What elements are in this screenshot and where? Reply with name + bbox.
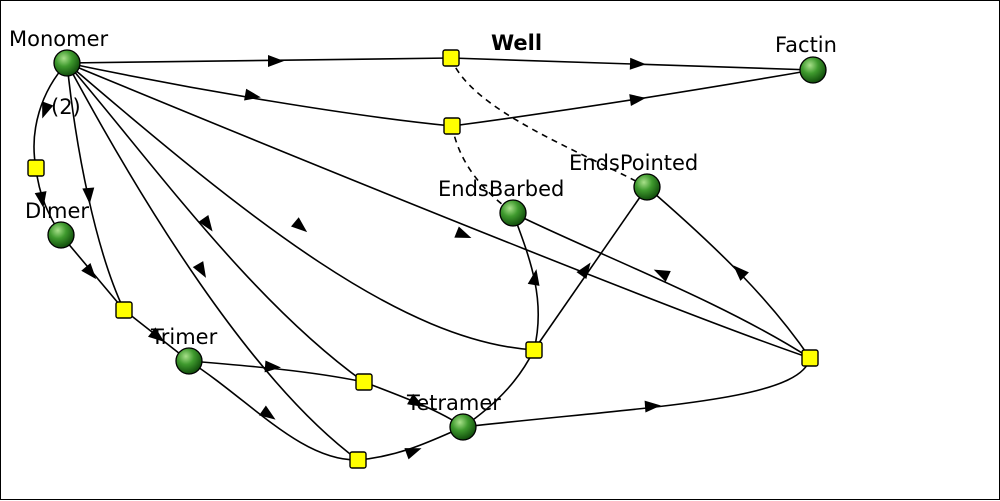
- labels: Well Monomer Dimer Trimer Tetramer Facti…: [9, 27, 837, 415]
- edge-mid-reaction-to-factin: [451, 69, 814, 127]
- arrowhead: [244, 88, 261, 101]
- monomer-label: Monomer: [9, 27, 109, 51]
- edge-top-reaction-to-endspointed-dashed: [450, 57, 648, 188]
- arrowhead: [653, 269, 671, 282]
- edge-tetramer-to-center-reaction: [462, 349, 535, 428]
- edge-center-reaction-to-endspointed: [533, 186, 648, 351]
- reaction-node-trimerization[interactable]: [115, 301, 133, 319]
- arrowhead: [291, 217, 308, 233]
- arrowhead: [733, 265, 749, 281]
- tetramer-label: Tetramer: [406, 391, 501, 415]
- arrowhead: [42, 101, 54, 119]
- reaction-node-tetra-a[interactable]: [355, 373, 373, 391]
- arrowhead: [576, 262, 591, 279]
- edge-right-reaction-to-endsbarbed: [512, 212, 811, 359]
- edge-tetramer-to-right-reaction: [462, 357, 811, 428]
- reaction-node-center[interactable]: [525, 341, 543, 359]
- dimer-label: Dimer: [25, 199, 89, 223]
- endsbarbed-node[interactable]: [499, 199, 527, 227]
- factin-label: Factin: [775, 33, 837, 57]
- reaction-node-dimerization[interactable]: [27, 159, 45, 177]
- arrowhead: [82, 187, 95, 204]
- endspointed-node[interactable]: [633, 173, 661, 201]
- edge-trimer-to-tetra-b: [188, 360, 359, 461]
- edge-monomer-to-right-reaction: [66, 62, 811, 359]
- edge-monomer-to-tetra-a: [66, 62, 365, 383]
- species: [47, 49, 827, 441]
- reaction-node-top[interactable]: [442, 49, 460, 67]
- compartment-title: Well: [491, 31, 542, 55]
- edge-monomer-to-mid-reaction: [66, 62, 453, 127]
- arrowhead: [454, 226, 472, 238]
- arrowheads: [34, 55, 749, 460]
- dimer-node[interactable]: [47, 221, 75, 249]
- arrowhead: [259, 405, 276, 420]
- arrowhead: [644, 400, 661, 413]
- endsbarbed-label: EndsBarbed: [438, 177, 564, 201]
- arrowhead: [268, 55, 284, 67]
- arrowhead: [34, 191, 47, 208]
- edge-trimer-to-tetra-a: [188, 360, 365, 383]
- monomer-node[interactable]: [53, 49, 81, 77]
- stoichiometry-label: (2): [51, 95, 81, 119]
- arrowhead: [629, 94, 646, 107]
- arrowhead: [629, 57, 646, 70]
- arrowhead: [198, 215, 213, 232]
- tetramer-node[interactable]: [449, 413, 477, 441]
- arrowhead: [407, 393, 424, 407]
- arrowhead: [264, 360, 281, 373]
- edge-monomer-to-top-reaction: [66, 57, 452, 64]
- arrowhead: [148, 327, 165, 342]
- edge-right-reaction-to-endspointed: [646, 186, 811, 359]
- reactions: [27, 49, 819, 469]
- reaction-node-tetra-b[interactable]: [349, 451, 367, 469]
- edge-monomer-to-tetra-b: [66, 62, 359, 461]
- endspointed-label: EndsPointed: [569, 151, 698, 175]
- arrowhead: [404, 448, 422, 460]
- arrowhead: [527, 269, 540, 286]
- factin-node[interactable]: [799, 56, 827, 84]
- reaction-node-right[interactable]: [801, 349, 819, 367]
- trimer-label: Trimer: [150, 325, 218, 349]
- reaction-node-mid[interactable]: [443, 117, 461, 135]
- trimer-node[interactable]: [175, 347, 203, 375]
- arrowhead: [81, 263, 97, 280]
- edge-monomer-to-center-reaction: [66, 62, 535, 351]
- arrowhead: [192, 261, 206, 278]
